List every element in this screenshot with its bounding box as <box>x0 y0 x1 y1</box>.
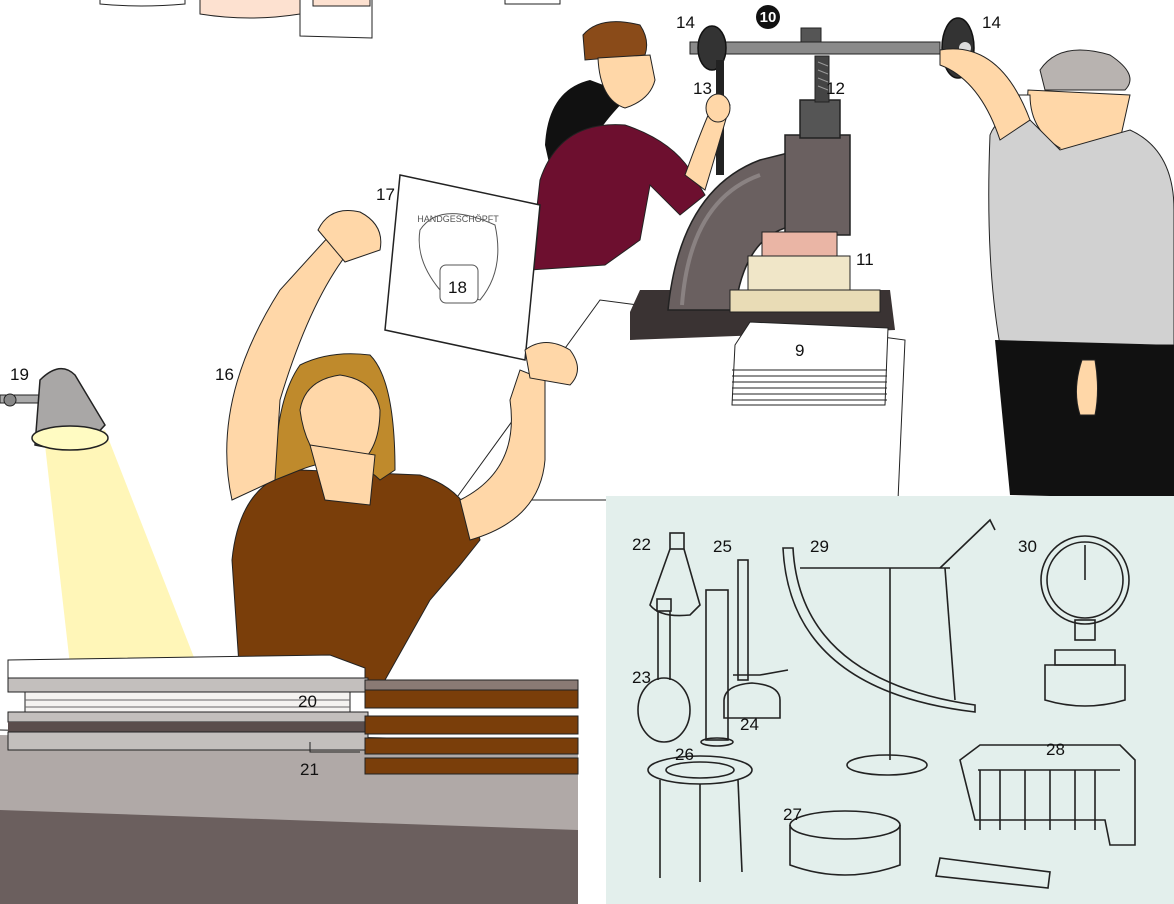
label-27: 27 <box>783 805 802 824</box>
man-at-press <box>940 49 1174 496</box>
lab-equipment-inset <box>606 496 1174 904</box>
label-26: 26 <box>675 745 694 764</box>
label-21: 21 <box>300 760 319 779</box>
label-28: 28 <box>1046 740 1065 759</box>
label-22: 22 <box>632 535 651 554</box>
label-29: 29 <box>810 537 829 556</box>
label-14-left: 14 <box>676 13 695 32</box>
label-23: 23 <box>632 668 651 687</box>
label-12: 12 <box>826 79 845 98</box>
person-inspecting-sheet: HANDGESCHÖPFT <box>227 175 578 680</box>
watermark-text: HANDGESCHÖPFT <box>417 214 499 224</box>
felt-boards <box>365 680 578 774</box>
label-16: 16 <box>215 365 234 384</box>
label-17: 17 <box>376 185 395 204</box>
desk-lamp <box>0 369 195 665</box>
label-10: 10 <box>760 9 777 26</box>
work-counter <box>0 730 578 904</box>
label-25: 25 <box>713 537 732 556</box>
label-13: 13 <box>693 79 712 98</box>
label-24: 24 <box>740 715 759 734</box>
label-18: 18 <box>448 278 467 297</box>
label-9: 9 <box>795 341 804 360</box>
hanging-sheets <box>100 0 560 38</box>
label-14-right: 14 <box>982 13 1001 32</box>
label-19: 19 <box>10 365 29 384</box>
label-11: 11 <box>856 250 874 269</box>
label-20: 20 <box>298 692 317 711</box>
paper-stack-9 <box>732 322 888 405</box>
label-30: 30 <box>1018 537 1037 556</box>
